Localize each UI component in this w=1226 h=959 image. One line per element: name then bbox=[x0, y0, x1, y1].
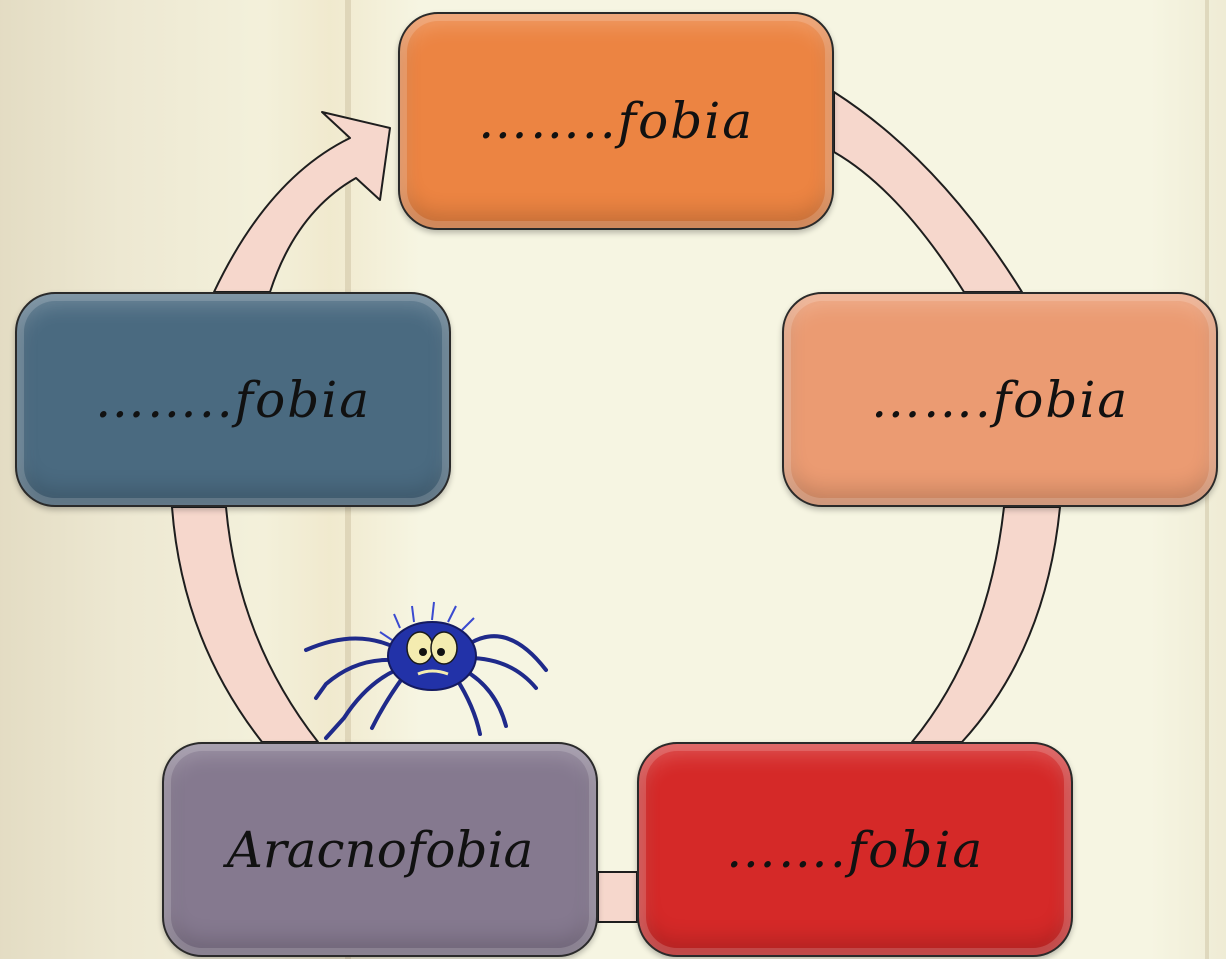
node-label-bottom-left: Aracnofobia bbox=[226, 820, 534, 879]
node-label-left: ……..fobia bbox=[94, 370, 372, 429]
node-label-bottom-right: …….fobia bbox=[725, 820, 985, 879]
cycle-node-top: ……..fobia bbox=[398, 12, 834, 230]
connector-bottomleft-left bbox=[171, 506, 319, 743]
cycle-node-left: ……..fobia bbox=[15, 292, 451, 507]
node-label-right: …….fobia bbox=[870, 370, 1130, 429]
connector-right-bottomright bbox=[911, 506, 1061, 743]
cycle-node-bottom-right: …….fobia bbox=[637, 742, 1073, 957]
connector-top-right bbox=[833, 91, 1023, 293]
connector-bottom bbox=[597, 871, 638, 923]
cycle-node-bottom-left: Aracnofobia bbox=[162, 742, 598, 957]
connector-left-top-arrow bbox=[213, 111, 391, 293]
node-label-top: ……..fobia bbox=[477, 92, 755, 150]
cycle-node-right: …….fobia bbox=[782, 292, 1218, 507]
spider-icon bbox=[304, 601, 548, 740]
